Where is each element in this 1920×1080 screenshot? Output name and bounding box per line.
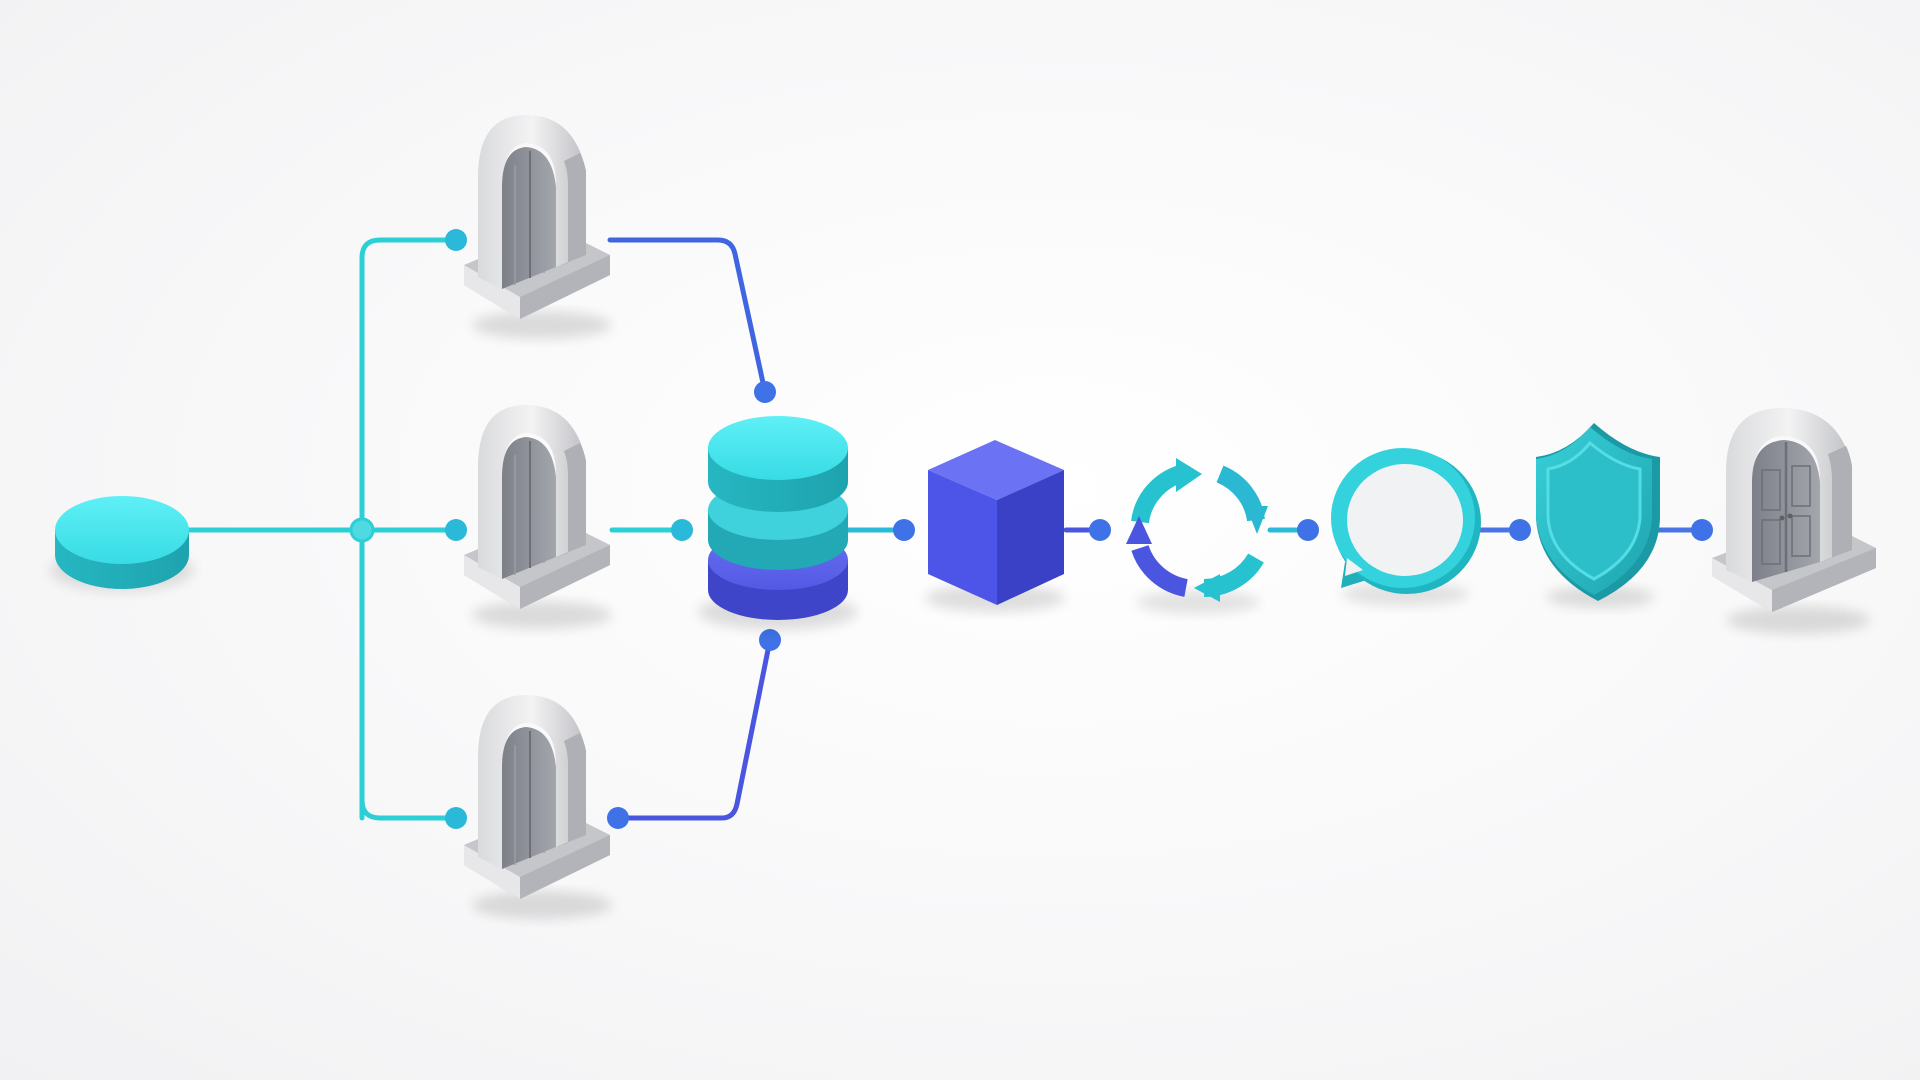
edge-branch-bottom xyxy=(359,797,459,821)
shield-icon xyxy=(1536,423,1660,608)
connector-dot xyxy=(759,629,781,651)
connectors xyxy=(182,237,1705,821)
gateway-top-icon xyxy=(464,115,612,339)
connector-dot xyxy=(671,519,693,541)
connector-dot xyxy=(445,807,467,829)
junction-dot xyxy=(349,517,375,543)
connector-dot xyxy=(607,807,629,829)
connector-dot xyxy=(893,519,915,541)
source-disc-icon xyxy=(50,496,194,592)
connector-dot xyxy=(1691,519,1713,541)
edge-gateway-bottom-to-db xyxy=(615,637,773,821)
connector-dot xyxy=(1509,519,1531,541)
gateway-middle-icon xyxy=(464,405,612,629)
connector-dot xyxy=(754,381,776,403)
database-icon xyxy=(698,416,858,630)
refresh-cycle-icon xyxy=(1126,458,1268,614)
gateway-bottom-icon xyxy=(464,695,612,919)
double-door-arch-icon xyxy=(1712,408,1876,634)
connector-dot xyxy=(1089,519,1111,541)
cube-icon xyxy=(925,440,1065,612)
connector-dot xyxy=(445,519,467,541)
connector-dot xyxy=(445,229,467,251)
edge-gateway-top-to-db xyxy=(607,237,768,395)
edge-branch-trunk xyxy=(359,237,459,821)
speech-bubble-icon xyxy=(1331,448,1481,606)
connector-dot xyxy=(1297,519,1319,541)
connector-dots xyxy=(349,229,1713,829)
